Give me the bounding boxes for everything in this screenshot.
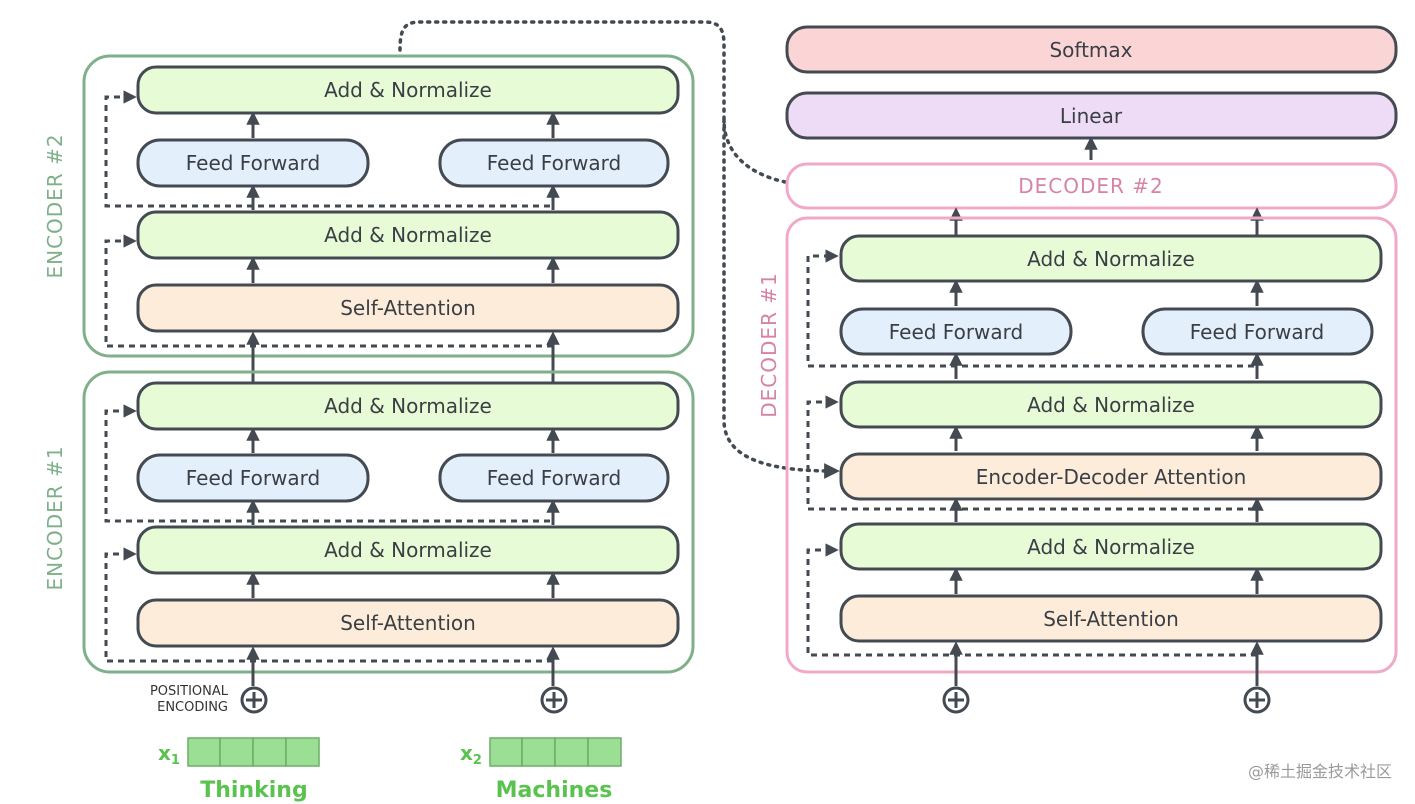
softmax-label: Softmax [1049, 38, 1132, 62]
input-word: Machines [496, 778, 613, 803]
add-normalize-label: Add & Normalize [324, 78, 492, 102]
self-attention-box [136, 598, 680, 648]
positional-encoding-label: ENCODING [157, 700, 228, 715]
embedding-cell [554, 737, 589, 767]
residual-connection [806, 543, 1257, 657]
self-attention-box [136, 283, 680, 333]
decoder-1-label: DECODER #1 [757, 272, 781, 418]
linear-label: Linear [1060, 104, 1123, 128]
add-normalize-box [839, 380, 1383, 429]
input-word: Thinking [200, 778, 307, 803]
add-normalize-box [839, 522, 1383, 571]
add-normalize-box [136, 210, 680, 260]
add-normalize-label: Add & Normalize [1027, 535, 1195, 559]
add-normalize-box [136, 525, 680, 575]
add-normalize-box [136, 65, 680, 115]
embedding-cell [521, 737, 556, 767]
encoder-1-label: ENCODER #1 [43, 445, 67, 590]
self-attention-label: Self-Attention [340, 611, 476, 635]
add-normalize-box [136, 381, 680, 431]
add-normalize-label: Add & Normalize [1027, 393, 1195, 417]
softmax-box [785, 25, 1398, 74]
plus-circle-icon [942, 686, 970, 714]
feed-forward-label: Feed Forward [487, 151, 622, 175]
x2-label: x [460, 741, 473, 765]
embedding-cell [219, 737, 254, 767]
encoder-decoder-attention-box [839, 452, 1383, 501]
residual-connection [104, 547, 553, 663]
add-normalize-label: Add & Normalize [1027, 247, 1195, 271]
svg-text:x2: x2 [460, 741, 482, 768]
self-attention-label: Self-Attention [340, 296, 476, 320]
embedding-cell [489, 737, 523, 767]
decoder-stack: Softmax Linear DECODER #2 DECODER #1 Add… [757, 25, 1398, 674]
decoder-2-box [785, 162, 1398, 210]
watermark: @稀土掘金技术社区 [1248, 762, 1392, 781]
decoder-1-frame [785, 216, 1398, 674]
self-attention-label: Self-Attention [1043, 607, 1179, 631]
positional-encoding-label: POSITIONAL [150, 684, 229, 699]
svg-text:x1: x1 [158, 741, 180, 768]
plus-circle-icon [240, 686, 268, 714]
plus-circle-icon [540, 686, 568, 714]
embedding-cell [187, 737, 221, 767]
feed-forward-label: Feed Forward [889, 320, 1024, 344]
encoder-decoder-attention-label: Encoder-Decoder Attention [976, 465, 1247, 489]
feed-forward-label: Feed Forward [186, 466, 321, 490]
encoder-output-connection [722, 118, 840, 479]
encoder-2-frame [82, 54, 695, 358]
feed-forward-label: Feed Forward [186, 151, 321, 175]
x2-subscript: 2 [473, 753, 482, 768]
add-normalize-box [839, 234, 1383, 283]
residual-connection [104, 234, 553, 348]
x1-label: x [158, 741, 171, 765]
embedding-cell [587, 737, 622, 767]
encoder-1-frame [82, 370, 695, 674]
add-normalize-label: Add & Normalize [324, 223, 492, 247]
x1-subscript: 1 [171, 753, 180, 768]
encoder-2: ENCODER #2 Add & Normalize Feed Forward … [43, 54, 695, 358]
embedding-cell [252, 737, 287, 767]
feed-forward-label: Feed Forward [487, 466, 622, 490]
embedding-cell [285, 737, 320, 767]
add-normalize-label: Add & Normalize [324, 394, 492, 418]
decoder-2-label: DECODER #2 [1018, 174, 1164, 198]
embedding-x1: x1 [158, 737, 320, 768]
plus-circle-icon [1243, 686, 1271, 714]
encoder-output-connection [398, 20, 834, 194]
encoder-1: ENCODER #1 Add & Normalize Feed Forward … [43, 370, 695, 674]
feed-forward-label: Feed Forward [1190, 320, 1325, 344]
encoder-2-label: ENCODER #2 [43, 133, 67, 278]
self-attention-box [839, 594, 1383, 643]
embedding-x2: x2 [460, 737, 622, 768]
add-normalize-label: Add & Normalize [324, 538, 492, 562]
